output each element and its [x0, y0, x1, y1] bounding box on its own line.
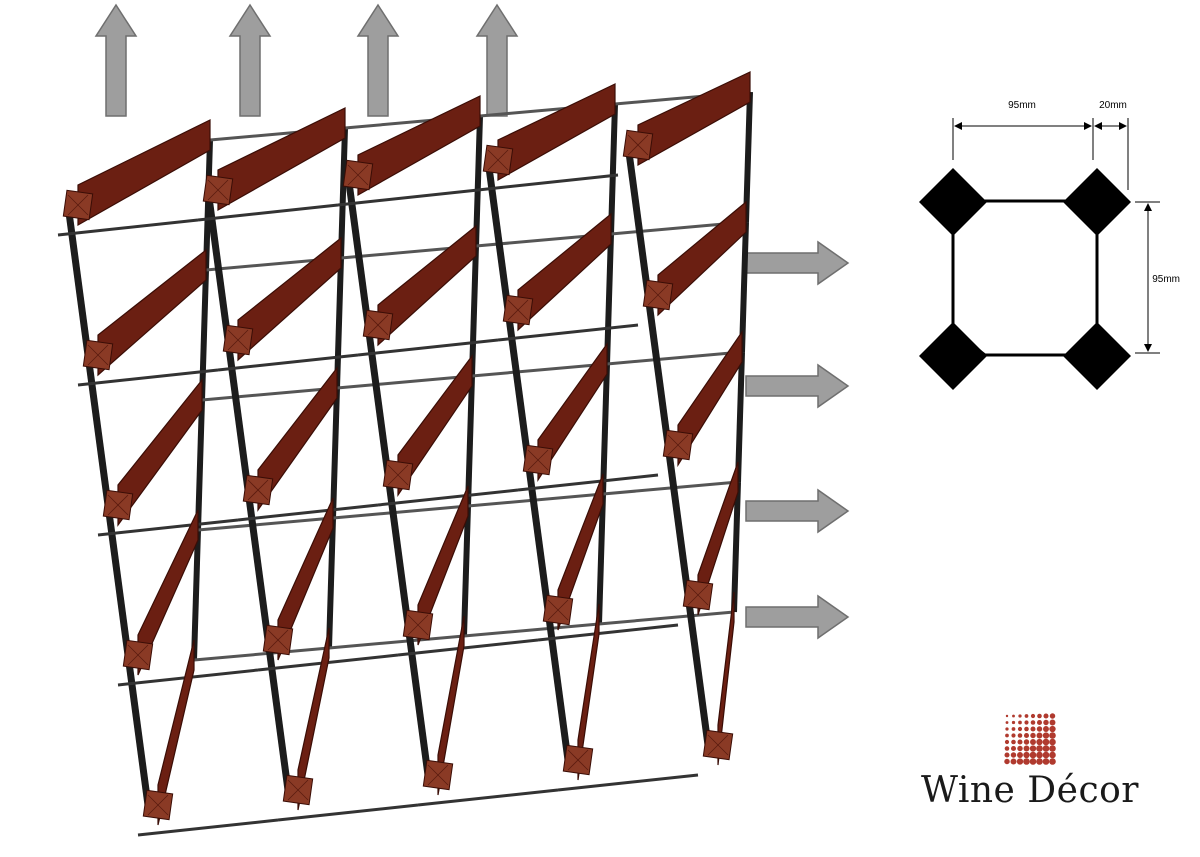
right-arrow — [745, 240, 850, 286]
right-arrows — [745, 240, 850, 640]
wooden-bar — [557, 473, 604, 631]
wooden-bar — [257, 366, 338, 512]
wooden-bar — [437, 615, 465, 796]
wooden-bar — [237, 236, 342, 362]
width-label: 95mm — [1008, 100, 1036, 111]
height-label: 95mm — [1152, 274, 1180, 285]
brand-name: Wine Décor — [920, 770, 1140, 811]
brand-block: Wine Décor — [900, 712, 1160, 822]
wooden-bar — [137, 509, 199, 676]
wooden-bar — [637, 71, 751, 167]
gap-label: 20mm — [1099, 100, 1127, 111]
up-arrow — [475, 3, 519, 117]
wooden-bar — [657, 200, 747, 317]
corner-diamond-top-right — [1063, 168, 1131, 236]
up-arrow — [94, 3, 138, 117]
wooden-bar — [217, 107, 346, 212]
wooden-bar — [697, 461, 739, 616]
metal-frame — [57, 90, 753, 837]
up-arrow — [356, 3, 400, 117]
corner-diamond-top-left — [919, 168, 987, 236]
wooden-bar — [417, 485, 469, 646]
wooden-bar — [517, 212, 612, 332]
wooden-bar — [357, 95, 481, 197]
brand-logo-icon — [1004, 713, 1056, 765]
wooden-bar — [297, 627, 330, 811]
wine-rack-illustration — [57, 71, 753, 837]
cell-outline — [951, 199, 1099, 357]
wooden-bar — [77, 119, 211, 227]
corner-diamond-bottom-right — [1063, 322, 1131, 390]
wooden-bar — [537, 342, 608, 483]
corner-diamond-bottom-left — [919, 322, 987, 390]
up-arrows — [94, 3, 519, 117]
wooden-bar — [677, 330, 743, 468]
wooden-bar — [577, 603, 600, 781]
wooden-bar — [377, 224, 477, 347]
up-arrow — [228, 3, 272, 117]
wooden-bar — [117, 378, 203, 527]
right-arrow — [745, 488, 850, 534]
right-arrow — [745, 594, 850, 640]
wooden-bar — [277, 497, 334, 661]
cell-dimension-diagram: 95mm 20mm 95mm — [919, 100, 1180, 390]
wooden-bar — [497, 83, 616, 182]
wooden-bar — [717, 591, 735, 766]
wooden-bars — [62, 71, 751, 826]
wooden-bar — [97, 248, 207, 377]
wooden-bar — [397, 354, 473, 497]
right-arrow — [745, 363, 850, 409]
wooden-bar — [157, 639, 195, 826]
